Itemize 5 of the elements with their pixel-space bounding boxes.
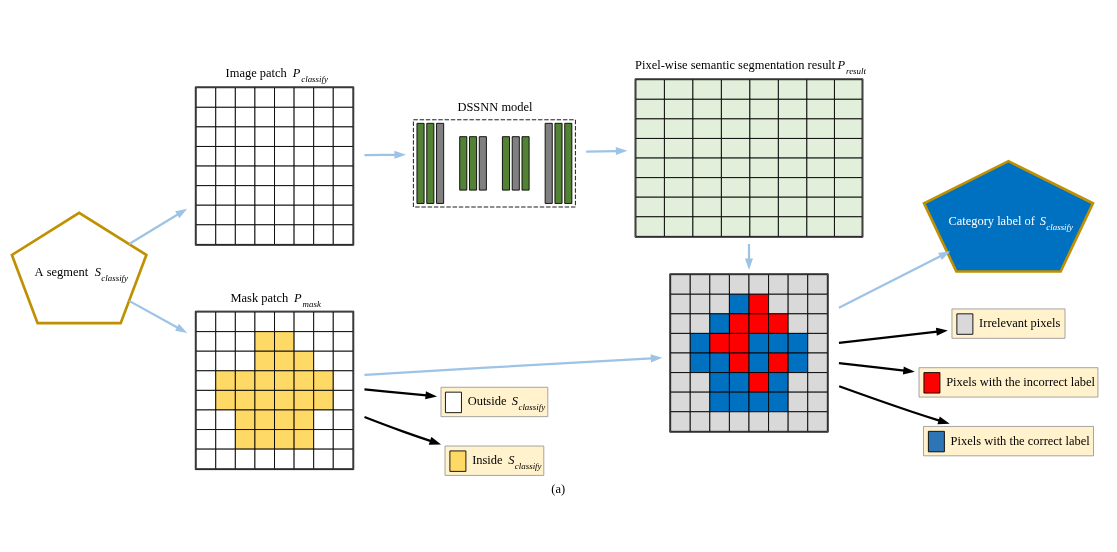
caption: (a) xyxy=(551,481,566,496)
node-label: Pixel-wise semantic segmentation result P$_{result}$ xyxy=(635,58,866,77)
node-label: Image patch P$_{classify}$ xyxy=(225,66,328,85)
node-label: DSSNN model xyxy=(457,100,533,115)
node-label: Mask patch P$_{mask}$ xyxy=(230,290,321,309)
